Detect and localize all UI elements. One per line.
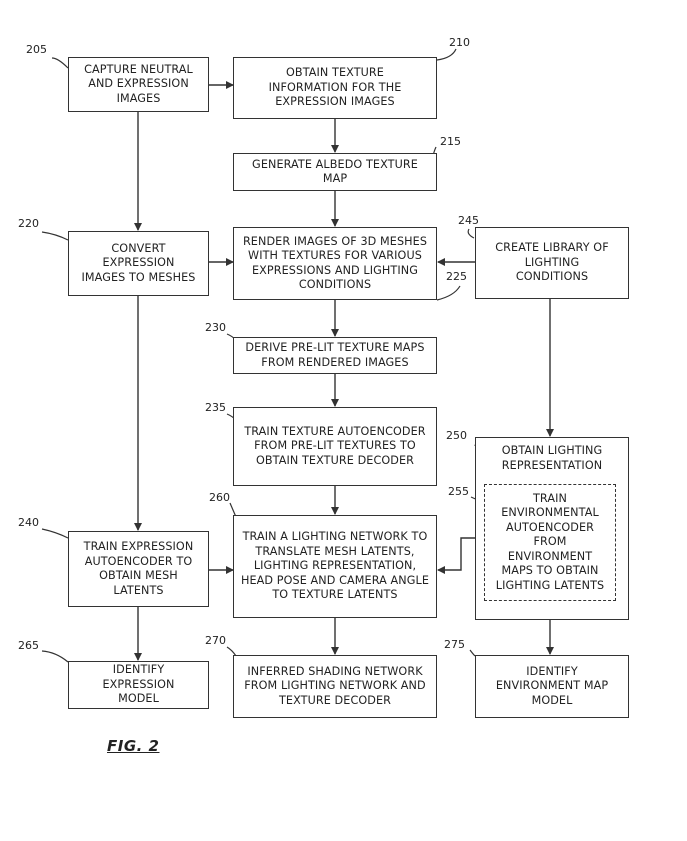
- leader-225: [436, 285, 461, 301]
- ref-215: 215: [440, 135, 461, 148]
- box-capture-images: CAPTURE NEUTRAL AND EXPRESSION IMAGES: [68, 57, 209, 112]
- ref-270: 270: [205, 634, 226, 647]
- box-capture-images-text: CAPTURE NEUTRAL AND EXPRESSION IMAGES: [84, 62, 193, 105]
- box-identify-environment-map: IDENTIFY ENVIRONMENT MAP MODEL: [475, 655, 629, 718]
- ref-265: 265: [18, 639, 39, 652]
- box-train-texture-autoencoder: TRAIN TEXTURE AUTOENCODER FROM PRE-LIT T…: [233, 407, 437, 486]
- box-lighting-library: CREATE LIBRARY OF LIGHTING CONDITIONS: [475, 227, 629, 299]
- ref-220: 220: [18, 217, 39, 230]
- leader-205: [51, 57, 69, 69]
- leader-265: [41, 650, 69, 663]
- box-identify-expression-model-text: IDENTIFY EXPRESSION MODEL: [102, 663, 175, 706]
- leader-210: [436, 48, 457, 61]
- box-identify-environment-map-text: IDENTIFY ENVIRONMENT MAP MODEL: [495, 664, 609, 707]
- ref-235: 235: [205, 401, 226, 414]
- leader-245: [467, 228, 475, 239]
- leader-220: [41, 231, 69, 241]
- ref-260: 260: [209, 491, 230, 504]
- box-train-texture-autoencoder-text: TRAIN TEXTURE AUTOENCODER FROM PRE-LIT T…: [244, 424, 426, 467]
- box-render-images-text: RENDER IMAGES OF 3D MESHES WITH TEXTURES…: [242, 234, 428, 292]
- ref-245: 245: [458, 214, 479, 227]
- box-train-lighting-network-text: TRAIN A LIGHTING NETWORK TO TRANSLATE ME…: [240, 530, 430, 602]
- box-obtain-texture-text: OBTAIN TEXTURE INFORMATION FOR THE EXPRE…: [268, 66, 402, 109]
- box-identify-expression-model: IDENTIFY EXPRESSION MODEL: [68, 661, 209, 709]
- arrow-train-env-to-lighting-net: [437, 537, 484, 574]
- box-inferred-shading-network-text: INFERRED SHADING NETWORK FROM LIGHTING N…: [244, 664, 426, 707]
- box-convert-meshes-text: CONVERT EXPRESSION IMAGES TO MESHES: [81, 241, 196, 284]
- box-lighting-library-text: CREATE LIBRARY OF LIGHTING CONDITIONS: [495, 241, 609, 284]
- ref-250: 250: [446, 429, 467, 442]
- box-train-expression-autoencoder-text: TRAIN EXPRESSION AUTOENCODER TO OBTAIN M…: [83, 540, 194, 597]
- box-obtain-texture: OBTAIN TEXTURE INFORMATION FOR THE EXPRE…: [233, 57, 437, 119]
- ref-225: 225: [446, 270, 467, 283]
- box-inferred-shading-network: INFERRED SHADING NETWORK FROM LIGHTING N…: [233, 655, 437, 718]
- box-train-environmental-autoencoder: TRAIN ENVIRONMENTAL AUTOENCODER FROM ENV…: [484, 484, 616, 601]
- ref-205: 205: [26, 43, 47, 56]
- figure-label: FIG. 2: [107, 737, 160, 755]
- box-train-lighting-network: TRAIN A LIGHTING NETWORK TO TRANSLATE ME…: [233, 515, 437, 618]
- box-derive-prelit: DERIVE PRE-LIT TEXTURE MAPS FROM RENDERE…: [233, 337, 437, 374]
- ref-210: 210: [449, 36, 470, 49]
- ref-275: 275: [444, 638, 465, 651]
- ref-230: 230: [205, 321, 226, 334]
- box-convert-meshes: CONVERT EXPRESSION IMAGES TO MESHES: [68, 231, 209, 296]
- box-generate-albedo: GENERATE ALBEDO TEXTURE MAP: [233, 153, 437, 191]
- leader-240: [41, 528, 69, 539]
- box-render-images: RENDER IMAGES OF 3D MESHES WITH TEXTURES…: [233, 227, 437, 300]
- ref-240: 240: [18, 516, 39, 529]
- box-train-expression-autoencoder: TRAIN EXPRESSION AUTOENCODER TO OBTAIN M…: [68, 531, 209, 607]
- box-derive-prelit-text: DERIVE PRE-LIT TEXTURE MAPS FROM RENDERE…: [245, 341, 425, 369]
- box-generate-albedo-text: GENERATE ALBEDO TEXTURE MAP: [252, 157, 418, 186]
- box-obtain-lighting-text: OBTAIN LIGHTING REPRESENTATION: [501, 444, 603, 472]
- ref-255: 255: [448, 485, 469, 498]
- leader-275: [469, 649, 476, 657]
- box-train-environmental-autoencoder-text: TRAIN ENVIRONMENTAL AUTOENCODER FROM ENV…: [495, 491, 605, 592]
